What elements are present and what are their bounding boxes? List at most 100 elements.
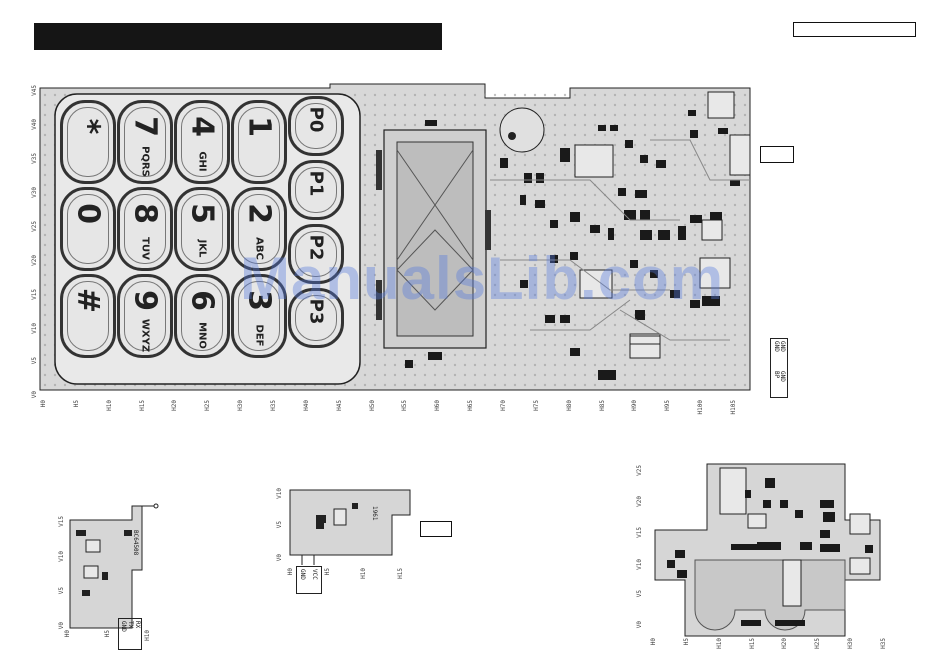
- axis-tick-label: H40: [302, 400, 310, 411]
- axis-tick-label: V25: [31, 221, 38, 232]
- axis-tick-label: H65: [467, 400, 475, 411]
- keypad-key-label: P1: [305, 170, 327, 197]
- axis-tick-label: H15: [138, 400, 146, 411]
- axis-tick-label: V0: [636, 621, 643, 629]
- board-a-drawing: [69, 503, 159, 629]
- pin-label: GND: [299, 569, 306, 580]
- keypad-key-letters: PQRS: [139, 146, 151, 177]
- reference-box: [793, 22, 916, 37]
- board-b-label-box: [420, 521, 452, 537]
- axis-tick-label: V5: [31, 357, 38, 365]
- axis-tick-label: V10: [636, 558, 643, 570]
- keypad-key: P2: [288, 224, 344, 284]
- axis-tick-label: H35: [880, 638, 887, 649]
- axis-tick-label: H25: [204, 400, 212, 411]
- axis-tick-label: H50: [368, 400, 376, 411]
- keypad-key-rim: [124, 281, 166, 351]
- axis-tick-label: H100: [697, 400, 705, 415]
- axis-tick-label: V15: [58, 516, 65, 527]
- keypad-key-rim: [295, 103, 337, 149]
- board-b-drawing: [289, 489, 411, 565]
- pin-label: TX: [127, 621, 134, 629]
- keypad-key: P0: [288, 96, 344, 156]
- axis-tick-label: H45: [335, 400, 343, 411]
- axis-tick-label: H75: [532, 400, 540, 411]
- page-title: [34, 29, 42, 43]
- axis-tick-label: V0: [31, 391, 38, 399]
- axis-tick-label: H35: [270, 400, 277, 411]
- keypad-key: #: [60, 274, 116, 358]
- axis-tick-label: V20: [31, 255, 38, 266]
- axis-tick-label: H10: [105, 400, 113, 411]
- keypad-key-label: 1: [241, 116, 277, 137]
- side-label: GND: [779, 371, 786, 382]
- keypad-key-rim: [124, 107, 166, 177]
- axis-tick-label: V20: [636, 496, 643, 508]
- keypad-key-label: *: [70, 118, 106, 135]
- axis-tick-label: V15: [31, 289, 38, 300]
- axis-tick-label: H80: [565, 400, 573, 411]
- axis-tick-label: H30: [237, 400, 245, 411]
- keypad-key-rim: [181, 107, 223, 177]
- axis-tick-label: H5: [72, 400, 80, 408]
- board-c-drawing: [654, 463, 881, 637]
- keypad-key-rim: [295, 167, 337, 213]
- main-board-x-axis: H0 H5 H10 H15 H20 H25 H30 H35 H40 H45 H50 H55 H60 H65…: [40, 400, 740, 414]
- keypad-key-letters: DEF: [253, 324, 265, 347]
- axis-tick-label: H20: [171, 400, 179, 411]
- axis-tick-label: V0: [58, 622, 65, 630]
- side-label: GND: [773, 341, 780, 352]
- keypad-key: P1: [288, 160, 344, 220]
- axis-tick-label: V15: [636, 527, 643, 539]
- keypad-key-rim: [67, 281, 109, 351]
- keypad-key-rim: [295, 231, 337, 277]
- keypad-key-letters: JKL: [196, 239, 208, 258]
- axis-tick-label: H0: [40, 400, 47, 408]
- keypad-key-rim: [238, 194, 280, 264]
- axis-tick-label: H10: [144, 630, 151, 641]
- keypad-key-rim: [238, 281, 280, 351]
- axis-tick-label: H70: [500, 400, 507, 411]
- axis-tick-label: H90: [631, 400, 639, 411]
- side-label: GND: [779, 341, 786, 352]
- axis-tick-label: H5: [323, 568, 331, 576]
- keypad-key-rim: [238, 107, 280, 177]
- axis-tick-label: V25: [636, 465, 643, 476]
- axis-tick-label: H10: [360, 568, 368, 579]
- keypad-key-letters: MNO: [196, 322, 208, 349]
- keypad-key-rim: [67, 194, 109, 264]
- keypad-key-rim: [181, 281, 223, 351]
- axis-tick-label: V0: [276, 554, 283, 562]
- part-label: BC64508: [132, 530, 139, 556]
- axis-tick-label: H95: [664, 400, 672, 411]
- keypad-key-letters: GHI: [196, 151, 208, 172]
- axis-tick-label: H60: [434, 400, 442, 411]
- keypad-key: 1: [231, 100, 287, 184]
- pin-label: GND: [120, 621, 127, 632]
- keypad-key: *: [60, 100, 116, 184]
- part-label: 1961: [371, 506, 378, 521]
- axis-tick-label: V10: [276, 488, 283, 499]
- axis-tick-label: V5: [58, 586, 65, 594]
- axis-tick-label: V5: [636, 589, 643, 598]
- pin-label: RX: [134, 621, 141, 629]
- axis-tick-label: H55: [401, 400, 409, 411]
- axis-tick-label: V10: [58, 551, 65, 563]
- axis-tick-label: V40: [31, 119, 38, 130]
- axis-tick-label: H0: [287, 568, 294, 576]
- axis-tick-label: H5: [104, 630, 111, 638]
- keypad-key-rim: [181, 194, 223, 264]
